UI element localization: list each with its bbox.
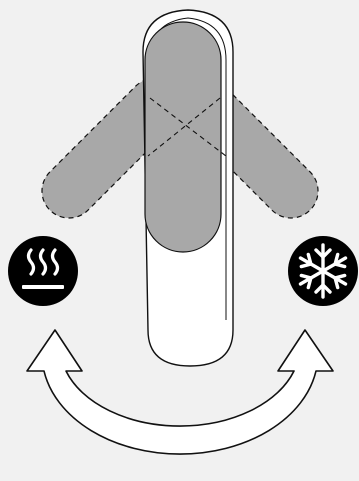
double-headed-curved-arrow xyxy=(26,329,334,455)
lever-position-center xyxy=(144,21,222,253)
snowflake-icon xyxy=(288,236,358,306)
hot-water-icon xyxy=(8,236,78,306)
lever-overlap-lines xyxy=(147,97,227,157)
